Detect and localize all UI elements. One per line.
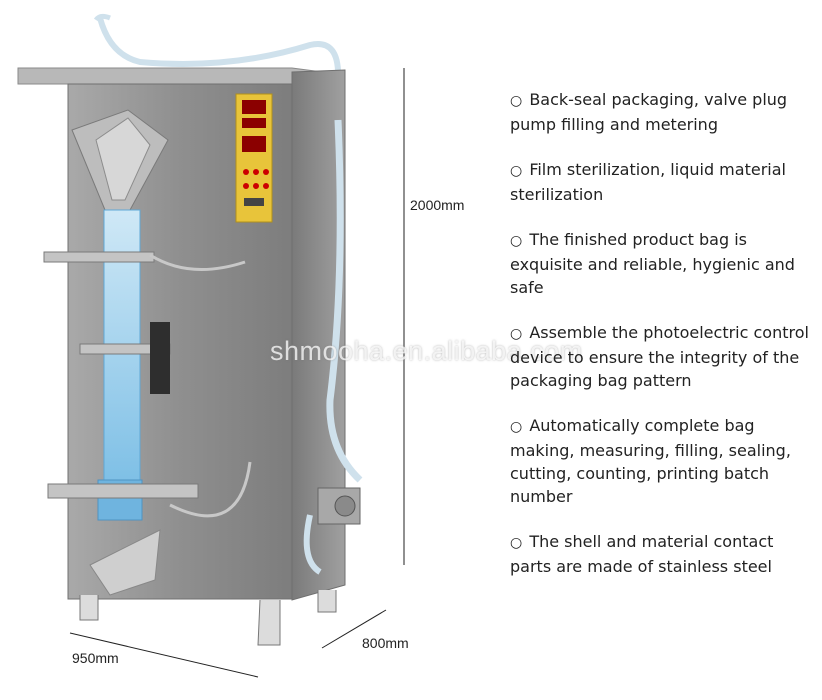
photoelectric-sensor	[150, 322, 170, 394]
circle-bullet-icon: ○	[510, 326, 523, 342]
left-foot	[79, 595, 99, 621]
width-label: 950mm	[72, 650, 119, 666]
discharge-chute	[89, 529, 161, 596]
circle-bullet-icon: ○	[510, 93, 523, 109]
feature-item: ○ The finished product bag is exquisite …	[510, 230, 795, 297]
feature-item: ○ Film sterilization, liquid material st…	[510, 160, 786, 204]
feature-item: ○ Automatically complete bag making, mea…	[510, 416, 791, 506]
side-hose	[326, 119, 363, 483]
feature-item: ○ The shell and material contact parts a…	[510, 532, 774, 576]
feature-item: ○ Back-seal packaging, valve plug pump f…	[510, 90, 788, 134]
feature-item: ○ Assemble the photoelectric control dev…	[510, 323, 809, 390]
watermark: shmooha.en.alibaba.com	[270, 336, 583, 366]
machine-top-cover	[17, 67, 323, 85]
front-foot	[257, 599, 281, 646]
packaging-machine-image	[17, 13, 405, 678]
circle-bullet-icon: ○	[510, 419, 523, 435]
depth-label: 800mm	[362, 635, 409, 651]
valve-pump-assembly	[303, 487, 361, 575]
bracket-top	[43, 251, 155, 263]
bracket-bottom	[47, 483, 199, 499]
depth-dimension-line	[321, 609, 387, 649]
height-label: 2000mm	[410, 197, 465, 213]
top-hose	[97, 17, 342, 120]
circle-bullet-icon: ○	[510, 233, 523, 249]
right-foot	[317, 590, 337, 613]
circle-bullet-icon: ○	[510, 163, 523, 179]
feature-list: ○ Back-seal packaging, valve plug pump f…	[510, 88, 815, 600]
width-dimension-line	[69, 632, 259, 678]
circle-bullet-icon: ○	[510, 535, 523, 551]
